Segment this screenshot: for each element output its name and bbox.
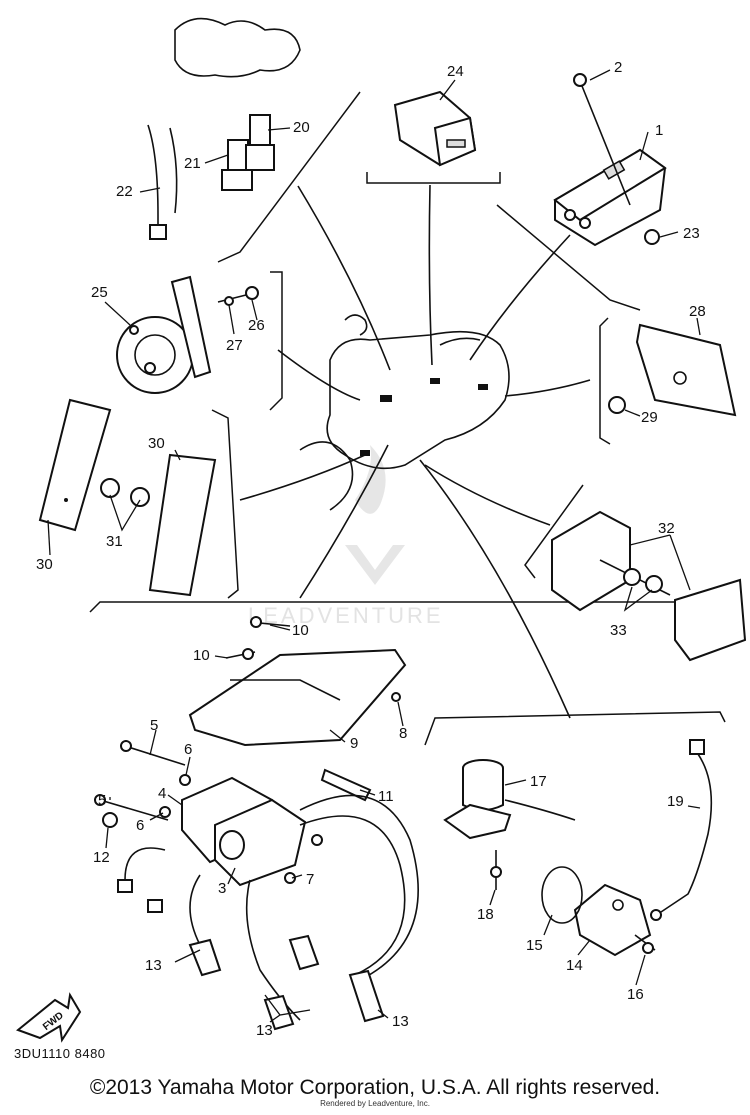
callout-12: 12 [93,849,110,866]
callout-6a: 6 [184,741,192,758]
ignition-coils [181,776,307,887]
callout-23: 23 [683,225,700,242]
callout-19: 19 [667,793,684,810]
callout-18: 18 [477,906,494,923]
watermark-logo: LEADVENTURE [248,445,444,628]
callout-30a: 30 [148,435,165,452]
bolt-18 [490,850,502,890]
starter-relay-17 [443,759,576,840]
grommets-31 [100,478,150,507]
bolts-10 [225,616,291,660]
callout-10b: 10 [193,647,210,664]
callout-28: 28 [689,303,706,320]
relay-24 [393,90,477,167]
bracket-9 [188,648,407,747]
callout-labels: 1 2 3 4 5 5 6 6 7 8 9 10 10 11 12 13 13 … [36,59,706,1039]
callout-5a: 5 [150,717,158,734]
callout-8: 8 [399,725,407,742]
reflector-30-left [38,398,112,532]
callout-1: 1 [655,122,663,139]
switch-assembly [147,17,301,240]
callout-4: 4 [158,785,166,802]
grommets-33 [623,568,663,593]
oring-15 [541,866,583,924]
callout-9: 9 [350,735,358,752]
callout-10a: 10 [292,622,309,639]
connector-lines [239,184,591,719]
copyright-notice: ©2013 Yamaha Motor Corporation, U.S.A. A… [89,1076,661,1099]
reflector-30-right [148,453,217,597]
bolt-16 [634,934,656,954]
screw-2 [573,73,631,206]
cover-14 [573,883,652,957]
horn-25 [116,275,212,394]
callout-13c: 13 [392,1013,409,1030]
leader-lines [47,69,701,1023]
fastener-8 [391,692,401,702]
callout-33: 33 [610,622,627,639]
callout-7: 7 [306,871,314,888]
callout-2: 2 [614,59,622,76]
callout-15: 15 [526,937,543,954]
callout-13a: 13 [145,957,162,974]
nut-23 [644,229,660,245]
callout-3: 3 [218,880,226,897]
forward-arrow: FWD [15,992,82,1043]
nut-29 [608,396,626,414]
washers-6-7 [159,774,323,884]
callout-29: 29 [641,409,658,426]
parts-diagram: LEADVENTURE [15,17,747,1043]
sensor-19 [650,739,713,921]
callout-14: 14 [566,957,583,974]
callout-22: 22 [116,183,133,200]
callout-13b: 13 [256,1022,273,1039]
callout-5b: 5 [98,792,106,809]
drawing-code: 3DU1110 8480 [14,1046,106,1061]
bolts-5 [94,740,186,821]
frame-center [299,314,510,511]
connector-12 [102,812,166,913]
callout-16: 16 [627,986,644,1003]
watermark-text: LEADVENTURE [248,603,444,628]
callout-11: 11 [378,788,394,805]
render-credit: Rendered by Leadventure, Inc. [320,1099,430,1108]
callout-26: 26 [248,317,265,334]
bolt-26-washer-27 [217,286,259,306]
callout-27: 27 [226,337,243,354]
callout-30b: 30 [36,556,53,573]
callout-17: 17 [530,773,547,790]
callout-25: 25 [91,284,108,301]
callout-24: 24 [447,63,464,80]
callout-21: 21 [184,155,201,172]
callout-32: 32 [658,520,675,537]
clip-11 [320,768,372,802]
callout-31: 31 [106,533,123,550]
callout-20: 20 [293,119,310,136]
reflector-28 [635,323,737,417]
callout-6b: 6 [136,817,144,834]
cdi-unit [553,148,667,247]
